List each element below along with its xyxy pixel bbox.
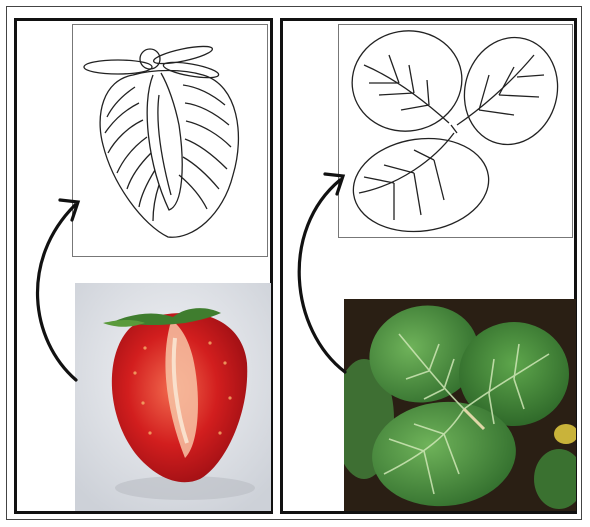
- strawberry-leaves-photo: [344, 299, 576, 511]
- leaf-sketch-box: [338, 24, 573, 238]
- fruit-panel: [14, 18, 273, 514]
- leaf-panel: [280, 18, 577, 514]
- halved-strawberry-photo: [75, 283, 271, 511]
- fruit-sketch-box: [72, 24, 268, 257]
- strawberry-cross-section-drawing-icon: [73, 25, 266, 255]
- trifoliate-leaf-drawing-icon: [339, 25, 571, 236]
